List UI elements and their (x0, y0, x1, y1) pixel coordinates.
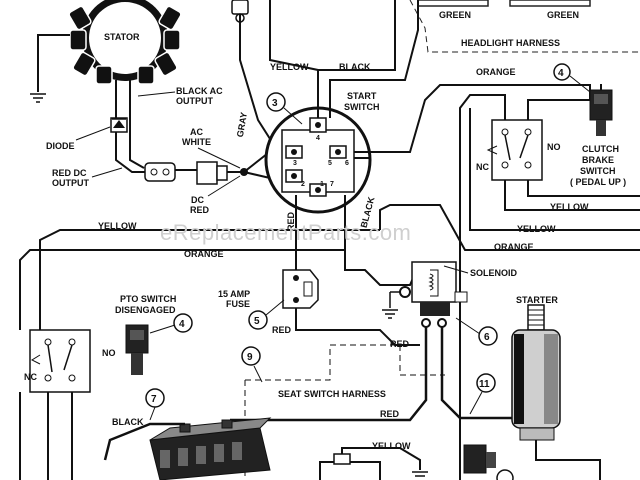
label-black-ac-output: OUTPUT (176, 96, 214, 106)
wire-label-orange-top: ORANGE (476, 67, 516, 77)
wire-label-black-battery: BLACK (112, 417, 144, 427)
stator-label: STATOR (104, 32, 140, 42)
pto-no-label: NO (102, 348, 116, 358)
wire-label-green-left: GREEN (439, 10, 471, 20)
callout-4-pto-text: 4 (179, 319, 185, 330)
solenoid (399, 261, 468, 328)
clutch-label-3: SWITCH (580, 166, 616, 176)
fuse-label-2: FUSE (226, 299, 250, 309)
wire-label-yellow-mid-right: YELLOW (517, 224, 556, 234)
terminal-4: 4 (316, 135, 320, 142)
terminal-5: 5 (328, 160, 332, 167)
label-red-dc-output: OUTPUT (52, 178, 90, 188)
stator: STATOR (68, 0, 182, 85)
label-ac: AC (190, 127, 203, 137)
label-ac-white: WHITE (182, 137, 211, 147)
pto-switch-contacts (29, 329, 91, 393)
pto-label-1: PTO SWITCH (120, 294, 176, 304)
top-connector (231, 0, 249, 23)
callout-6 (478, 326, 498, 346)
terminal-2: 2 (301, 181, 305, 188)
wire-label-yellow-bottom: YELLOW (372, 441, 411, 451)
wire-label-yellow-left: YELLOW (98, 221, 137, 231)
solenoid-label: SOLENOID (470, 268, 518, 278)
pto-nc-label: NC (24, 372, 37, 382)
regulator-plug (196, 161, 228, 185)
label-black-ac: BLACK AC (176, 86, 223, 96)
diode (110, 117, 128, 133)
clutch-label-1: CLUTCH (582, 144, 619, 154)
ground-stator (30, 93, 46, 103)
wire-label-orange-left: ORANGE (184, 249, 224, 259)
stator-connector (144, 162, 176, 182)
ground-bottom (412, 471, 428, 477)
wire-label-red-fuse-bottom: RED (272, 325, 292, 335)
start-switch-label-2: SWITCH (344, 102, 380, 112)
terminal-6: 6 (345, 160, 349, 167)
callout-11 (476, 373, 496, 393)
label-dc: DC (191, 195, 204, 205)
wire-label-yellow-top: YELLOW (270, 62, 309, 72)
clutch-nc-label: NC (476, 162, 489, 172)
fuse-label-1: 15 AMP (218, 289, 250, 299)
start-switch-label: START (347, 91, 377, 101)
callout-6-text: 6 (484, 332, 490, 343)
terminal-1: 1 (320, 181, 324, 188)
label-diode: DIODE (46, 141, 75, 151)
wire-label-orange-mid-right: ORANGE (494, 242, 534, 252)
battery (149, 417, 272, 480)
clutch-label-2: BRAKE (582, 155, 614, 165)
fuse-15-amp (282, 269, 319, 309)
callout-9-text: 9 (247, 352, 253, 363)
callout-4-clutch-text: 4 (558, 68, 564, 79)
callout-4-clutch (553, 63, 571, 81)
pto-label-2: DISENGAGED (115, 305, 176, 315)
callout-3-text: 3 (272, 98, 278, 109)
wire-label-black-top: BLACK (339, 62, 371, 72)
clutch-switch-contacts (486, 119, 543, 181)
callout-5 (248, 310, 268, 330)
clutch-no-label: NO (547, 142, 561, 152)
callout-9 (241, 346, 261, 366)
callout-4-pto (173, 313, 193, 333)
label-red-dc: RED DC (52, 168, 87, 178)
wire-label-gray: GRAY (235, 111, 249, 138)
top-wires (269, 0, 591, 159)
callout-3 (266, 92, 286, 112)
clutch-label-4: ( PEDAL UP ) (570, 177, 626, 187)
wire-label-red-top: RED (286, 211, 296, 231)
starter-motor (511, 304, 561, 441)
start-switch: 4 3 5 6 2 1 7 (264, 106, 372, 214)
callout-11-text: 11 (479, 379, 490, 390)
wire-label-green-right: GREEN (547, 10, 579, 20)
clutch-brake-switch (589, 84, 613, 136)
starter-label: STARTER (516, 295, 558, 305)
ground-solenoid (382, 291, 400, 319)
label-dc-red: RED (190, 205, 210, 215)
headlight-harness-label: HEADLIGHT HARNESS (461, 38, 560, 48)
callout-5-text: 5 (254, 316, 260, 327)
wire-label-red-mid: RED (390, 339, 410, 349)
pto-switch (125, 324, 149, 375)
wire-label-red-low: RED (380, 409, 400, 419)
headlight-harness: GREEN GREEN HEADLIGHT HARNESS (409, 0, 640, 53)
seat-switch-harness-label: SEAT SWITCH HARNESS (278, 389, 386, 399)
seat-switch (463, 444, 514, 480)
wire-label-yellow-right: YELLOW (550, 202, 589, 212)
watermark: eReplacementParts.com (160, 220, 411, 245)
terminal-7: 7 (330, 181, 334, 188)
terminal-3: 3 (293, 160, 297, 167)
callout-7-text: 7 (151, 394, 157, 405)
